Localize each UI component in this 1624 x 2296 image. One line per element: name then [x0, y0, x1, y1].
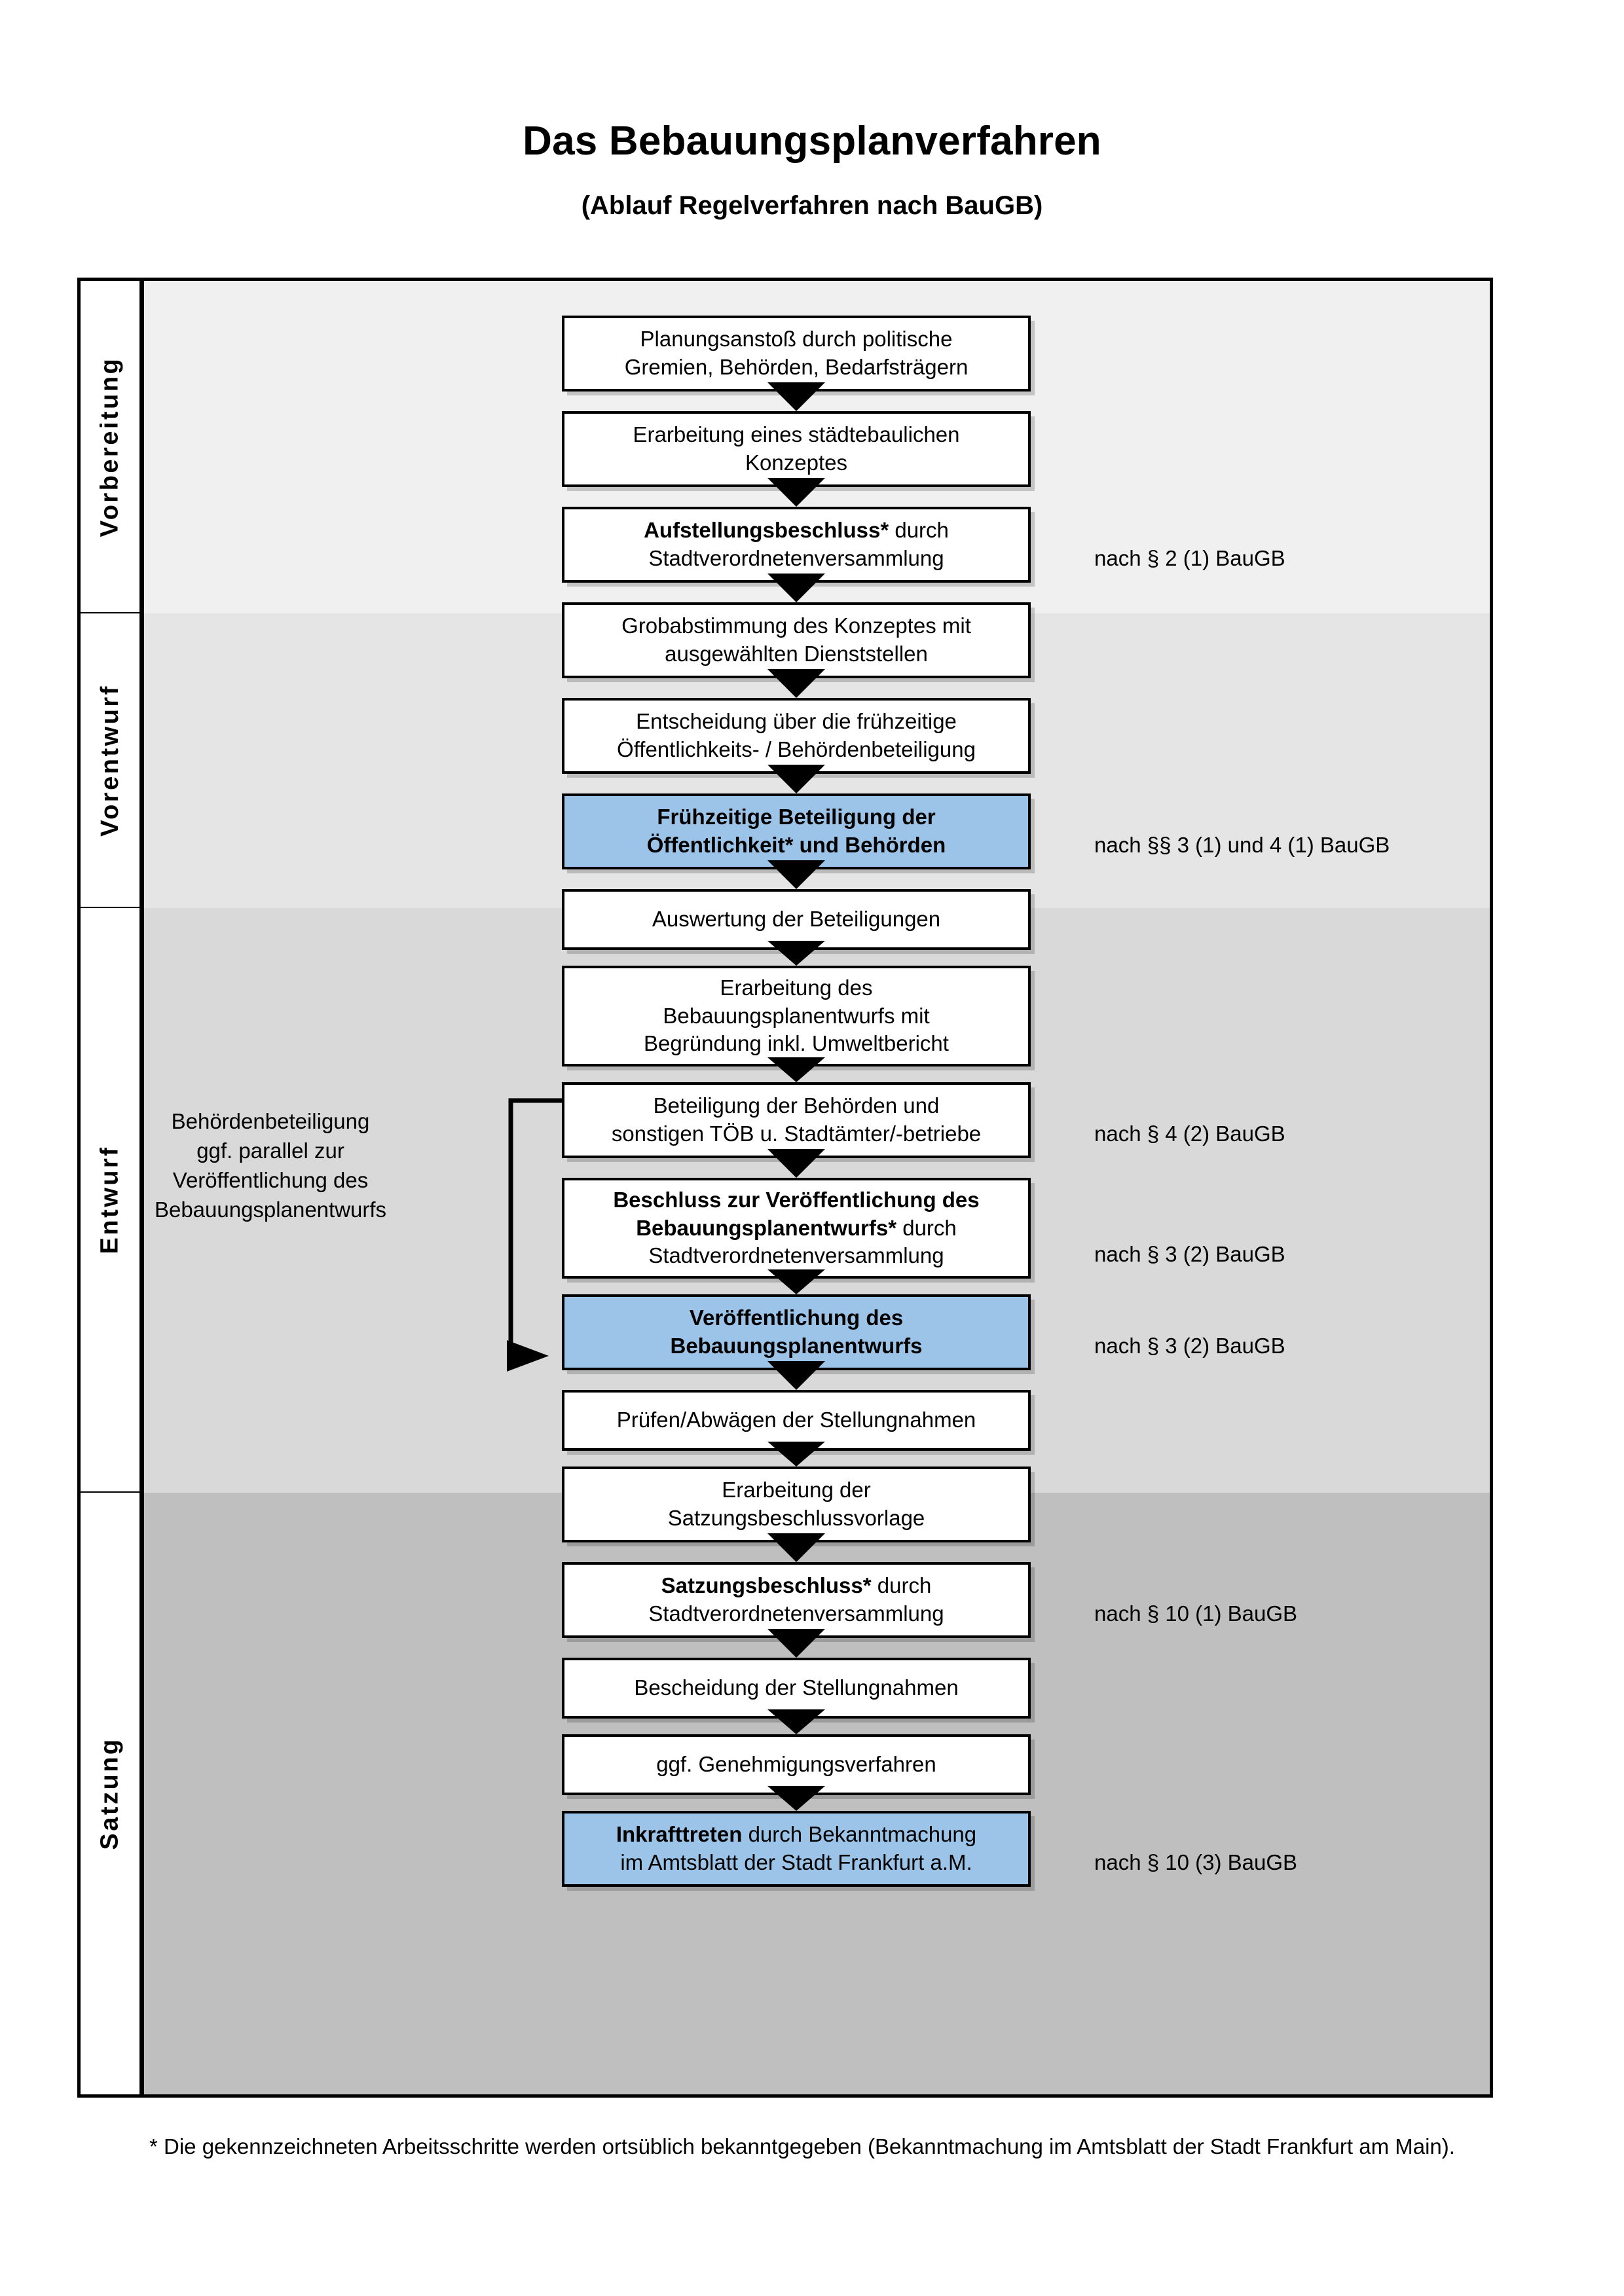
- legal-reference-inkrafttreten: nach § 10 (3) BauGB: [1094, 1850, 1298, 1874]
- process-box-line: ggf. Genehmigungsverfahren: [656, 1752, 936, 1777]
- page-subtitle: (Ablauf Regelverfahren nach BauGB): [581, 191, 1043, 221]
- flow-arrow-down: [767, 860, 825, 889]
- legal-reference-beteiligung-behoerden: nach § 4 (2) BauGB: [1094, 1121, 1285, 1146]
- process-box-line: Aufstellungsbeschluss* durch: [644, 518, 949, 543]
- process-box-line: Konzeptes: [745, 450, 847, 475]
- process-box-line: Planungsanstoß durch politische: [640, 327, 953, 352]
- process-box-line: ausgewählten Dienststellen: [665, 642, 928, 666]
- process-box-line: Erarbeitung der: [722, 1478, 871, 1503]
- process-box-line: Entscheidung über die frühzeitige: [636, 709, 957, 734]
- process-box-line: Satzungsbeschluss* durch: [661, 1573, 932, 1598]
- flow-arrow-down: [767, 1786, 825, 1811]
- process-box-line: Öffentlichkeit* und Behörden: [646, 833, 946, 857]
- parallel-note-line: Bebauungsplanentwurfs: [154, 1197, 387, 1222]
- process-box-line: im Amtsblatt der Stadt Frankfurt a.M.: [620, 1850, 972, 1874]
- process-box-auswertung[interactable]: Auswertung der Beteiligungen: [562, 889, 1031, 950]
- process-box-line: Auswertung der Beteiligungen: [652, 907, 941, 932]
- flow-arrow-down: [767, 1269, 825, 1294]
- flow-arrow-down: [767, 1533, 825, 1562]
- process-box-line: Stadtverordnetenversammlung: [648, 1601, 944, 1626]
- flow-arrow-down: [767, 1709, 825, 1734]
- flow-arrow-down: [767, 765, 825, 793]
- parallel-note-line: ggf. parallel zur: [196, 1138, 344, 1163]
- process-box-bescheidung[interactable]: Bescheidung der Stellungnahmen: [562, 1658, 1031, 1719]
- process-box-line: Begründung inkl. Umweltbericht: [644, 1031, 949, 1056]
- flow-arrow-down: [767, 1149, 825, 1178]
- process-box-line: sonstigen TÖB u. Stadtämter/-betriebe: [611, 1121, 982, 1146]
- process-box-line: Beteiligung der Behörden und: [653, 1093, 940, 1118]
- phase-cell-satzung: Satzung: [81, 1493, 139, 2094]
- process-box-line: Bebauungsplanentwurfs: [670, 1334, 923, 1358]
- legal-reference-fruehzeitige-beteiligung: nach §§ 3 (1) und 4 (1) BauGB: [1094, 833, 1390, 857]
- page-title: Das Bebauungsplanverfahren: [523, 118, 1101, 164]
- process-box-line: Frühzeitige Beteiligung der: [657, 805, 936, 829]
- process-box-line: Gremien, Behörden, Bedarfsträgern: [624, 355, 969, 379]
- legal-reference-aufstellungsbeschluss: nach § 2 (1) BauGB: [1094, 546, 1285, 570]
- process-box-line: Inkrafttreten durch Bekanntmachung: [616, 1822, 977, 1847]
- process-box-grobabstimmung[interactable]: Grobabstimmung des Konzeptes mit ausgewäh…: [562, 602, 1031, 678]
- phase-cell-vorbereitung: Vorbereitung: [81, 281, 139, 613]
- footnote: * Die gekennzeichneten Arbeitsschritte w…: [149, 2134, 1455, 2159]
- process-box-line: Stadtverordnetenversammlung: [648, 546, 944, 570]
- flow-arrow-down: [767, 574, 825, 602]
- process-box-line: Bebauungsplanentwurfs* durch: [636, 1215, 957, 1240]
- process-box-line: Beschluss zur Veröffentlichung des: [613, 1187, 980, 1212]
- process-box-pruefen-abwaegen[interactable]: Prüfen/Abwägen der Stellungnahmen: [562, 1390, 1031, 1451]
- process-box-line: Öffentlichkeits- / Behördenbeteiligung: [617, 737, 976, 761]
- flow-arrow-down: [767, 1361, 825, 1390]
- process-box-beteiligung-behoerden[interactable]: Beteiligung der Behörden und sonstigen TÖ…: [562, 1082, 1031, 1158]
- process-box-line: Bebauungsplanentwurfs mit: [663, 1003, 930, 1028]
- parallel-note-line: Veröffentlichung des: [172, 1167, 369, 1192]
- process-box-line: Prüfen/Abwägen der Stellungnahmen: [616, 1408, 976, 1432]
- flow-arrow-down: [767, 1057, 825, 1082]
- flow-arrow-down: [767, 941, 825, 966]
- parallel-note-line: Behördenbeteiligung: [171, 1109, 370, 1133]
- process-box-line: Satzungsbeschlussvorlage: [667, 1506, 925, 1530]
- flow-arrow-down: [767, 478, 825, 507]
- process-box-line: Bescheidung der Stellungnahmen: [634, 1675, 959, 1700]
- process-box-line: Erarbeitung eines städtebaulichen: [633, 422, 960, 447]
- flow-arrow-down: [767, 1629, 825, 1658]
- legal-reference-satzungsbeschluss: nach § 10 (1) BauGB: [1094, 1601, 1298, 1626]
- legal-reference-beschluss-veroeffentlichung: nach § 3 (2) BauGB: [1094, 1242, 1285, 1266]
- process-box-line: Stadtverordnetenversammlung: [648, 1243, 944, 1268]
- phase-cell-entwurf: Entwurf: [81, 908, 139, 1493]
- flow-arrow-down: [767, 669, 825, 698]
- process-box-inkrafttreten[interactable]: Inkrafttreten durch Bekanntmachung im Amt…: [562, 1811, 1031, 1887]
- process-box-line: Veröffentlichung des: [689, 1305, 904, 1330]
- phase-cell-vorentwurf: Vorentwurf: [81, 613, 139, 908]
- flow-arrow-down: [767, 382, 825, 411]
- document-header: Das Bebauungsplanverfahren (Ablauf Regel…: [0, 0, 1624, 220]
- process-box-line: Erarbeitung des: [720, 975, 873, 1000]
- flow-arrow-down: [767, 1442, 825, 1467]
- legal-reference-veroeffentlichung: nach § 3 (2) BauGB: [1094, 1334, 1285, 1358]
- process-box-line: Grobabstimmung des Konzeptes mit: [621, 613, 971, 638]
